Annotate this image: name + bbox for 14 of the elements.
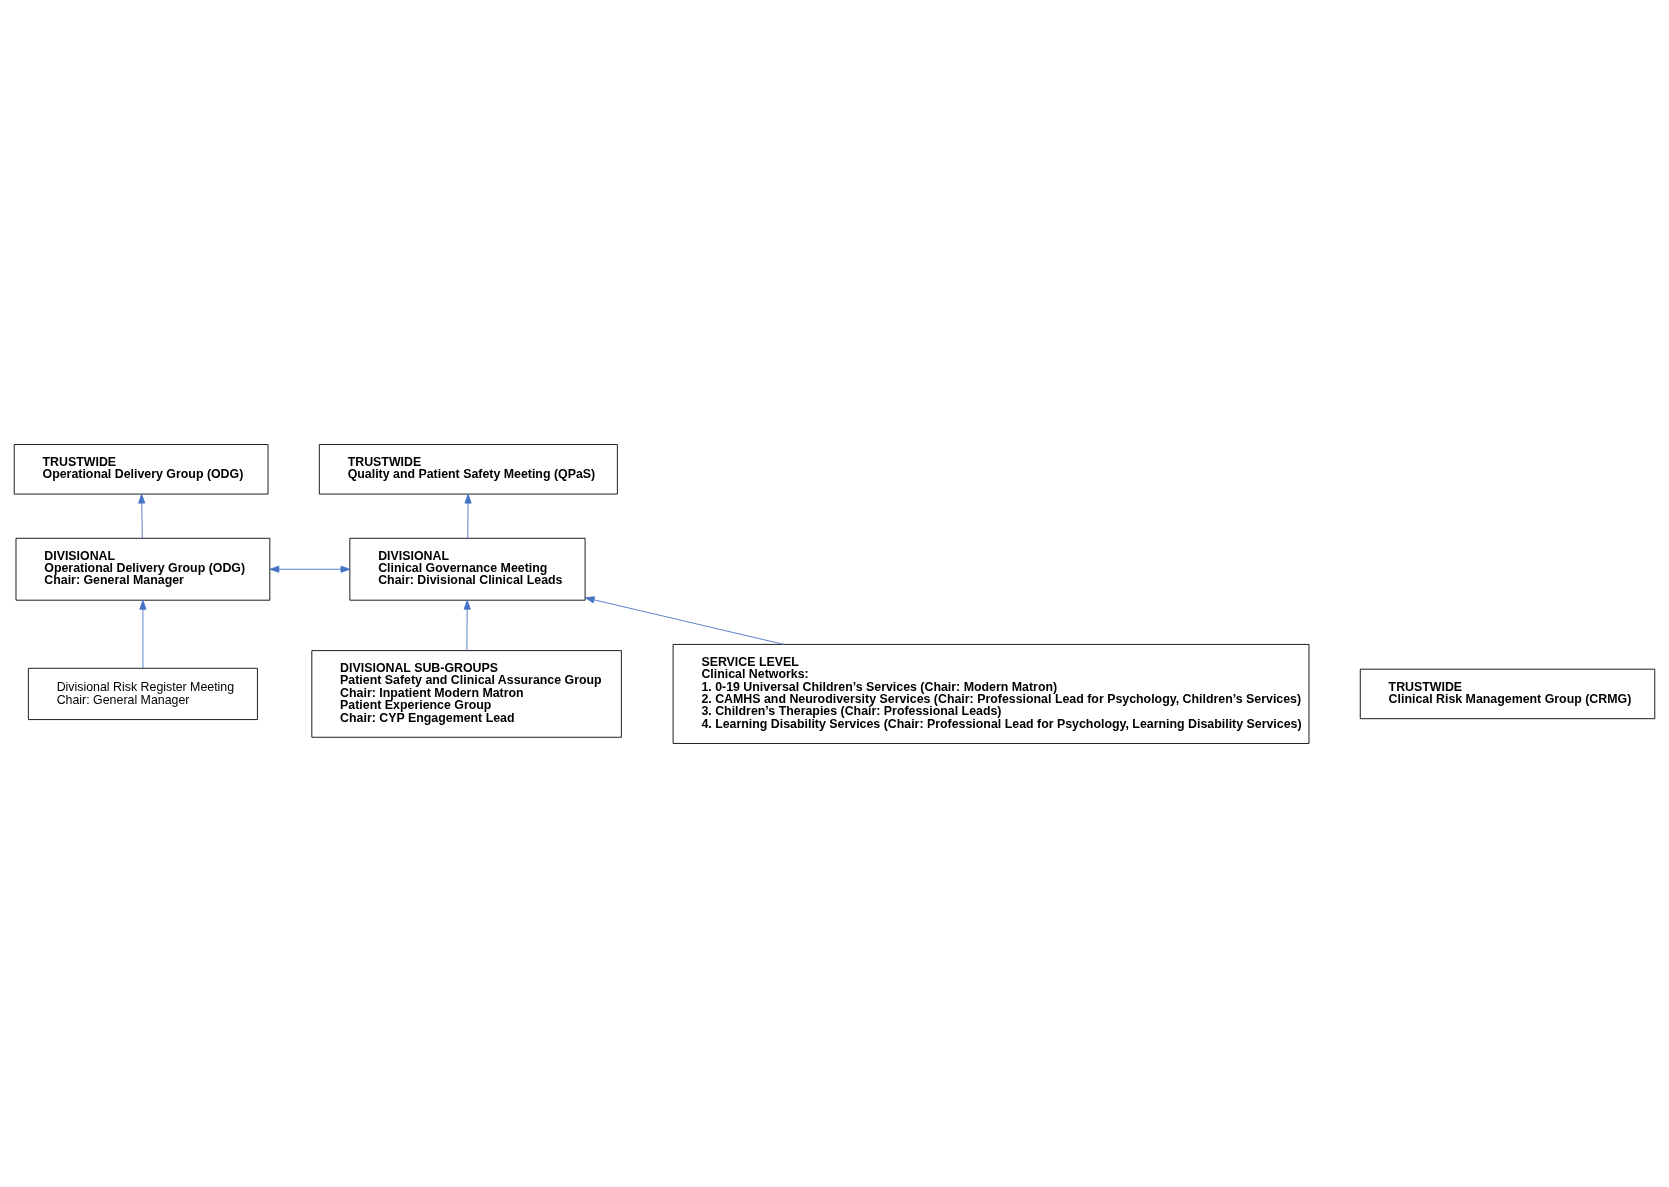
- node-box: SERVICE LEVEL Clinical Networks: 1. 0-19 Universal Children’s Services (Chair: Modern Matron) 2. CAMHS and Neurodiversity Services (Chair: Professional Lead for Psychology, Children’s Services) 3. Children’s Therapies (Chair: Professional Leads) 4. Learning Disability Services (Chair: Professional Lead for Psychology, Learning Disability Services): [672, 643, 1310, 744]
- node-box: TRUSTWIDE Quality and Patient Safety Meeting (QPaS): [318, 443, 618, 494]
- node-box: TRUSTWIDE Operational Delivery Group (ODG): [13, 443, 269, 494]
- node-box: Divisional Risk Register Meeting Chair: General Manager: [27, 667, 258, 720]
- arrow: [463, 599, 471, 651]
- node-box: TRUSTWIDE Clinical Risk Management Group (CRMG): [1359, 668, 1656, 719]
- arrow: [269, 565, 351, 573]
- arrow: [584, 595, 785, 645]
- node-box: DIVISIONAL Clinical Governance Meeting Chair: Divisional Clinical Leads: [349, 537, 586, 601]
- arrow: [138, 493, 146, 539]
- arrow: [139, 599, 147, 669]
- node-box: DIVISIONAL SUB-GROUPS Patient Safety and Clinical Assurance Group Chair: Inpatient Modern Matron Patient Experience Group Chair: CYP Engagement Lead: [311, 649, 622, 738]
- arrow: [464, 493, 472, 539]
- node-box: DIVISIONAL Operational Delivery Group (ODG) Chair: General Manager: [15, 537, 271, 601]
